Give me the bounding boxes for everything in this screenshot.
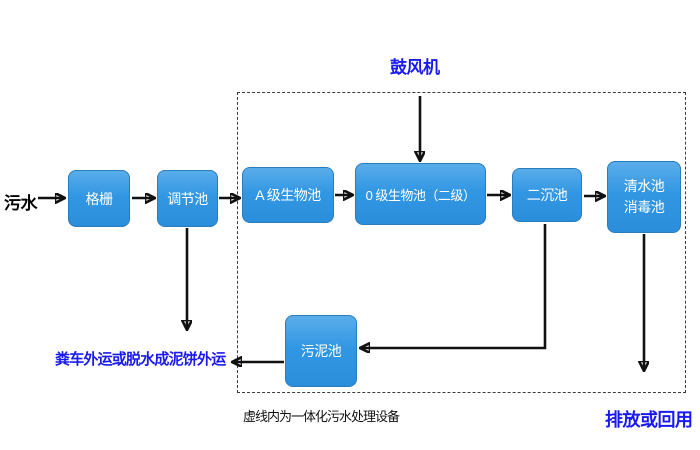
boundary-note-label: 虚线内为一体化污水处理设备	[243, 409, 400, 424]
node-regulating-tank: 调节池	[157, 170, 218, 227]
node-secondary-sedimentation-tank: 二沉池	[512, 168, 582, 222]
node-grille: 格栅	[68, 170, 130, 227]
equipment-boundary-box	[237, 92, 686, 393]
node-sludge-tank: 污泥池	[285, 315, 357, 387]
node-secondary-sedimentation-label: 二沉池	[526, 187, 568, 203]
sludge-disposal-label: 粪车外运或脱水成泥饼外运	[55, 351, 226, 368]
node-grille-label: 格栅	[85, 190, 114, 207]
node-regulating-tank-label: 调节池	[167, 190, 208, 207]
influent-label: 污水	[4, 194, 38, 213]
node-o-bio-tank: 0 级生物池（二级）	[355, 163, 486, 225]
node-clear-water-disinfection-tank: 清水池 消毒池	[607, 161, 681, 233]
node-o-bio-tank-label: 0 级生物池（二级）	[365, 187, 476, 203]
node-sludge-tank-label: 污泥池	[300, 343, 342, 359]
node-a-bio-tank: A 级生物池	[242, 167, 334, 223]
node-a-bio-tank-label: A 级生物池	[255, 187, 321, 203]
discharge-reuse-label: 排放或回用	[605, 410, 693, 430]
node-clear-water-label: 清水池	[623, 178, 665, 194]
blower-label: 鼓风机	[390, 58, 440, 77]
node-disinfection-label: 消毒池	[623, 199, 665, 215]
